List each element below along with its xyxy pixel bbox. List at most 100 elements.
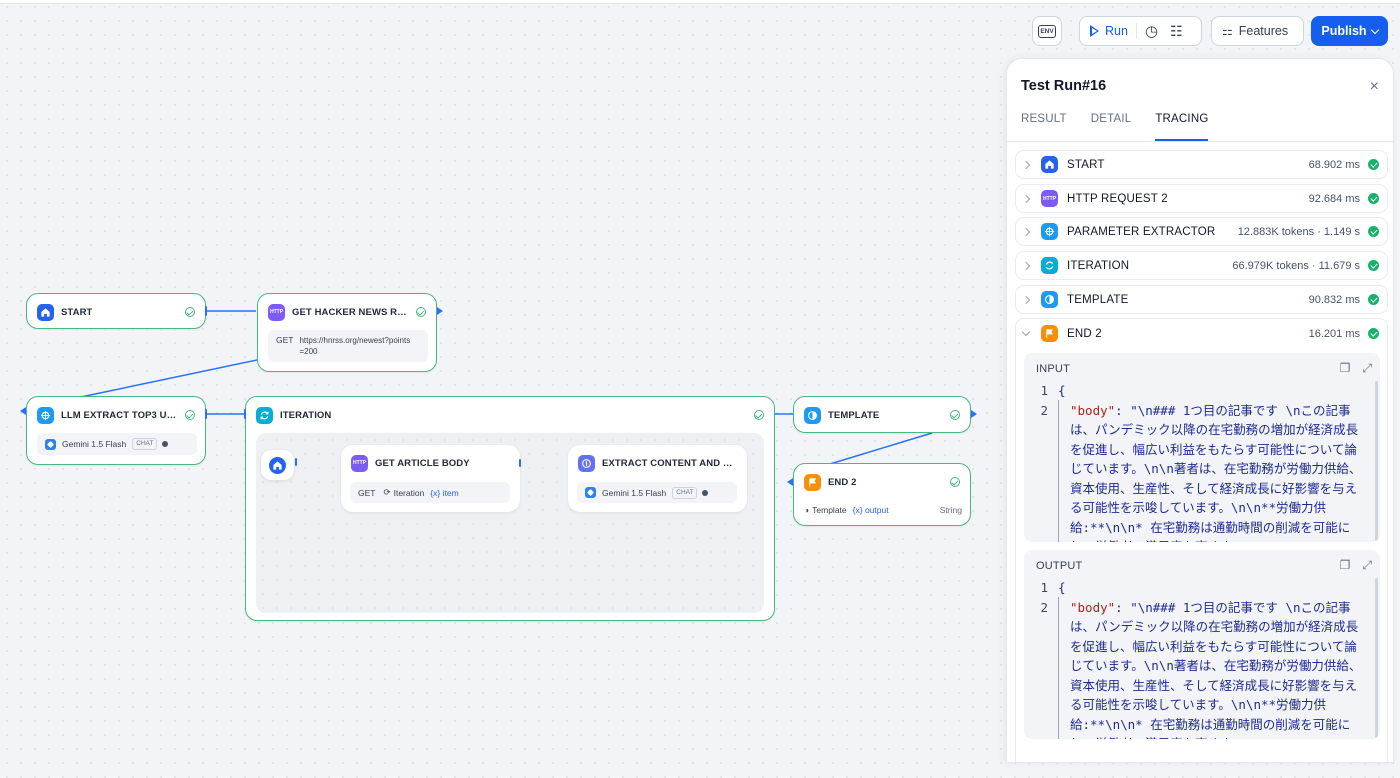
trace-item-end-2-expanded: END 2 16.201 ms INPUT ❐ ⤢ 1 2 { "body": "… <box>1015 318 1388 762</box>
trace-item-start[interactable]: START 68.902 ms <box>1015 150 1388 179</box>
indent-guide <box>1058 400 1059 542</box>
node-title: END 2 <box>828 476 857 488</box>
node-extract-content[interactable]: EXTRACT CONTENT AND TR... Gemini 1.5 Fla… <box>568 445 747 512</box>
node-title: EXTRACT CONTENT AND TR... <box>602 457 737 469</box>
env-button[interactable]: ENV <box>1032 16 1062 46</box>
end2-input-handle[interactable] <box>787 478 793 486</box>
output-code[interactable]: 1 2 { "body": "\n### 1つ目の記事です \nこの記事は、パン… <box>1024 578 1380 739</box>
vision-icon <box>702 489 709 496</box>
end-flag-icon <box>804 473 821 491</box>
end-output-variable: ◑ Template {x} output String <box>804 501 962 519</box>
node-title: START <box>61 306 93 318</box>
node-start[interactable]: START <box>26 293 206 329</box>
trace-meta: 16.201 ms <box>1308 327 1360 340</box>
success-check-icon <box>416 307 426 317</box>
panel-title: Test Run#16 <box>1021 78 1107 94</box>
close-icon[interactable]: × <box>1369 78 1379 95</box>
publish-button[interactable]: Publish <box>1311 16 1388 46</box>
input-code[interactable]: 1 2 { "body": "\n### 1つ目の記事です \nこの記事は、パン… <box>1024 381 1380 542</box>
start-output-handle[interactable] <box>205 306 207 316</box>
success-check-icon <box>185 410 195 420</box>
template-output-handle[interactable] <box>971 410 977 418</box>
tab-detail[interactable]: DETAIL <box>1090 113 1132 125</box>
trace-meta: 90.832 ms <box>1308 293 1360 306</box>
iteration-start-handle[interactable] <box>295 458 297 466</box>
line-number: 2 <box>1040 599 1048 615</box>
node-title: GET HACKER NEWS RSS <box>292 306 409 318</box>
trace-name: START <box>1067 158 1105 171</box>
run-button[interactable]: Run <box>1090 24 1128 38</box>
chevron-right-icon <box>1021 160 1031 169</box>
success-check-icon <box>1368 159 1379 170</box>
copy-icon[interactable]: ❐ <box>1339 558 1351 572</box>
article-output-handle[interactable] <box>519 459 521 467</box>
iteration-input-handle[interactable] <box>244 409 246 419</box>
node-get-article-body[interactable]: HTTP GET ARTICLE BODY GET ⟳ Iteration {x… <box>341 445 520 512</box>
code-line-1: { <box>1058 580 1066 595</box>
code-line-1: { <box>1058 383 1066 398</box>
node-title: LLM EXTRACT TOP3 URLS ... <box>61 409 178 421</box>
node-template[interactable]: TEMPLATE <box>793 396 971 433</box>
input-label: INPUT <box>1036 363 1070 375</box>
llm-input-handle[interactable] <box>20 407 26 415</box>
var-name-output: {x} output <box>852 505 889 515</box>
vision-icon <box>162 441 169 447</box>
run-label: Run <box>1105 24 1128 38</box>
expand-icon[interactable]: ⤢ <box>1362 361 1372 375</box>
scrollbar[interactable] <box>1375 381 1378 541</box>
http-request-summary: GET https://hnrss.org/newest?points =200 <box>268 330 428 362</box>
features-button[interactable]: ⚏ Features <box>1211 16 1304 46</box>
publish-label: Publish <box>1321 24 1367 38</box>
node-end-2[interactable]: END 2 ◑ Template {x} output String <box>793 463 971 526</box>
checklist-icon[interactable]: ☷ <box>1170 22 1183 39</box>
chevron-right-icon <box>1021 261 1031 270</box>
features-icon: ⚏ <box>1222 24 1233 38</box>
scrollbar[interactable] <box>1375 578 1378 738</box>
http-output-handle[interactable] <box>437 307 443 315</box>
http-url-line1: https://hnrss.org/newest?points <box>299 336 411 345</box>
code-line-2: "body": "\n### 1つ目の記事です \nこの記事は、パンデミック以降… <box>1070 402 1362 543</box>
tab-result[interactable]: RESULT <box>1021 113 1067 125</box>
output-code-block: OUTPUT ❐⤢ 1 2 { "body": "\n### 1つ目の記事です … <box>1024 550 1380 739</box>
success-check-icon <box>1368 260 1379 271</box>
success-check-icon <box>1368 294 1379 305</box>
iteration-start-node[interactable] <box>261 450 294 480</box>
llm-output-handle[interactable] <box>205 409 207 419</box>
chevron-down-icon <box>1370 25 1379 34</box>
line-number: 2 <box>1040 402 1048 418</box>
http-request-summary: GET ⟳ Iteration {x} item <box>350 482 510 503</box>
var-source: Iteration <box>393 487 425 498</box>
llm-icon <box>37 406 54 424</box>
trace-item-parameter-extractor[interactable]: PARAMETER EXTRACTOR 12.883K tokens · 1.1… <box>1015 217 1388 246</box>
trace-item-http-request-2[interactable]: HTTP HTTP REQUEST 2 92.684 ms <box>1015 184 1388 213</box>
model-name: Gemini 1.5 Flash <box>602 487 667 498</box>
history-icon[interactable]: ◷ <box>1144 23 1159 40</box>
trace-item-template[interactable]: TEMPLATE 90.832 ms <box>1015 285 1388 314</box>
edge-http-llm <box>75 355 277 399</box>
success-check-icon <box>185 307 195 317</box>
node-get-hacker-news-rss[interactable]: HTTP GET HACKER NEWS RSS GET https://hnr… <box>257 293 437 372</box>
node-title: GET ARTICLE BODY <box>375 457 470 469</box>
home-icon <box>269 456 286 474</box>
model-selector[interactable]: Gemini 1.5 Flash CHAT <box>37 433 197 455</box>
model-selector[interactable]: Gemini 1.5 Flash CHAT <box>577 482 737 503</box>
tab-tracing[interactable]: TRACING <box>1155 113 1209 141</box>
chevron-down-icon <box>1021 327 1031 337</box>
chevron-right-icon <box>1021 227 1031 236</box>
trace-meta: 92.684 ms <box>1308 192 1360 205</box>
trace-item-end-2[interactable]: END 2 16.201 ms <box>1016 319 1387 348</box>
copy-icon[interactable]: ❐ <box>1339 361 1351 375</box>
expand-icon[interactable]: ⤢ <box>1362 558 1372 572</box>
trace-item-iteration[interactable]: ITERATION 66.979K tokens · 11.679 s <box>1015 251 1388 280</box>
iteration-icon <box>256 406 273 424</box>
gemini-icon <box>585 487 596 498</box>
node-llm-extract-top3-urls[interactable]: LLM EXTRACT TOP3 URLS ... Gemini 1.5 Fla… <box>26 396 206 465</box>
trace-meta: 68.902 ms <box>1308 158 1360 171</box>
chevron-right-icon <box>1021 194 1031 203</box>
indent-guide <box>1058 597 1059 739</box>
features-label: Features <box>1238 24 1289 38</box>
success-check-icon <box>1368 328 1379 339</box>
http-icon: HTTP <box>1041 190 1058 207</box>
tab-divider <box>1007 141 1393 142</box>
template-icon <box>1041 291 1058 308</box>
